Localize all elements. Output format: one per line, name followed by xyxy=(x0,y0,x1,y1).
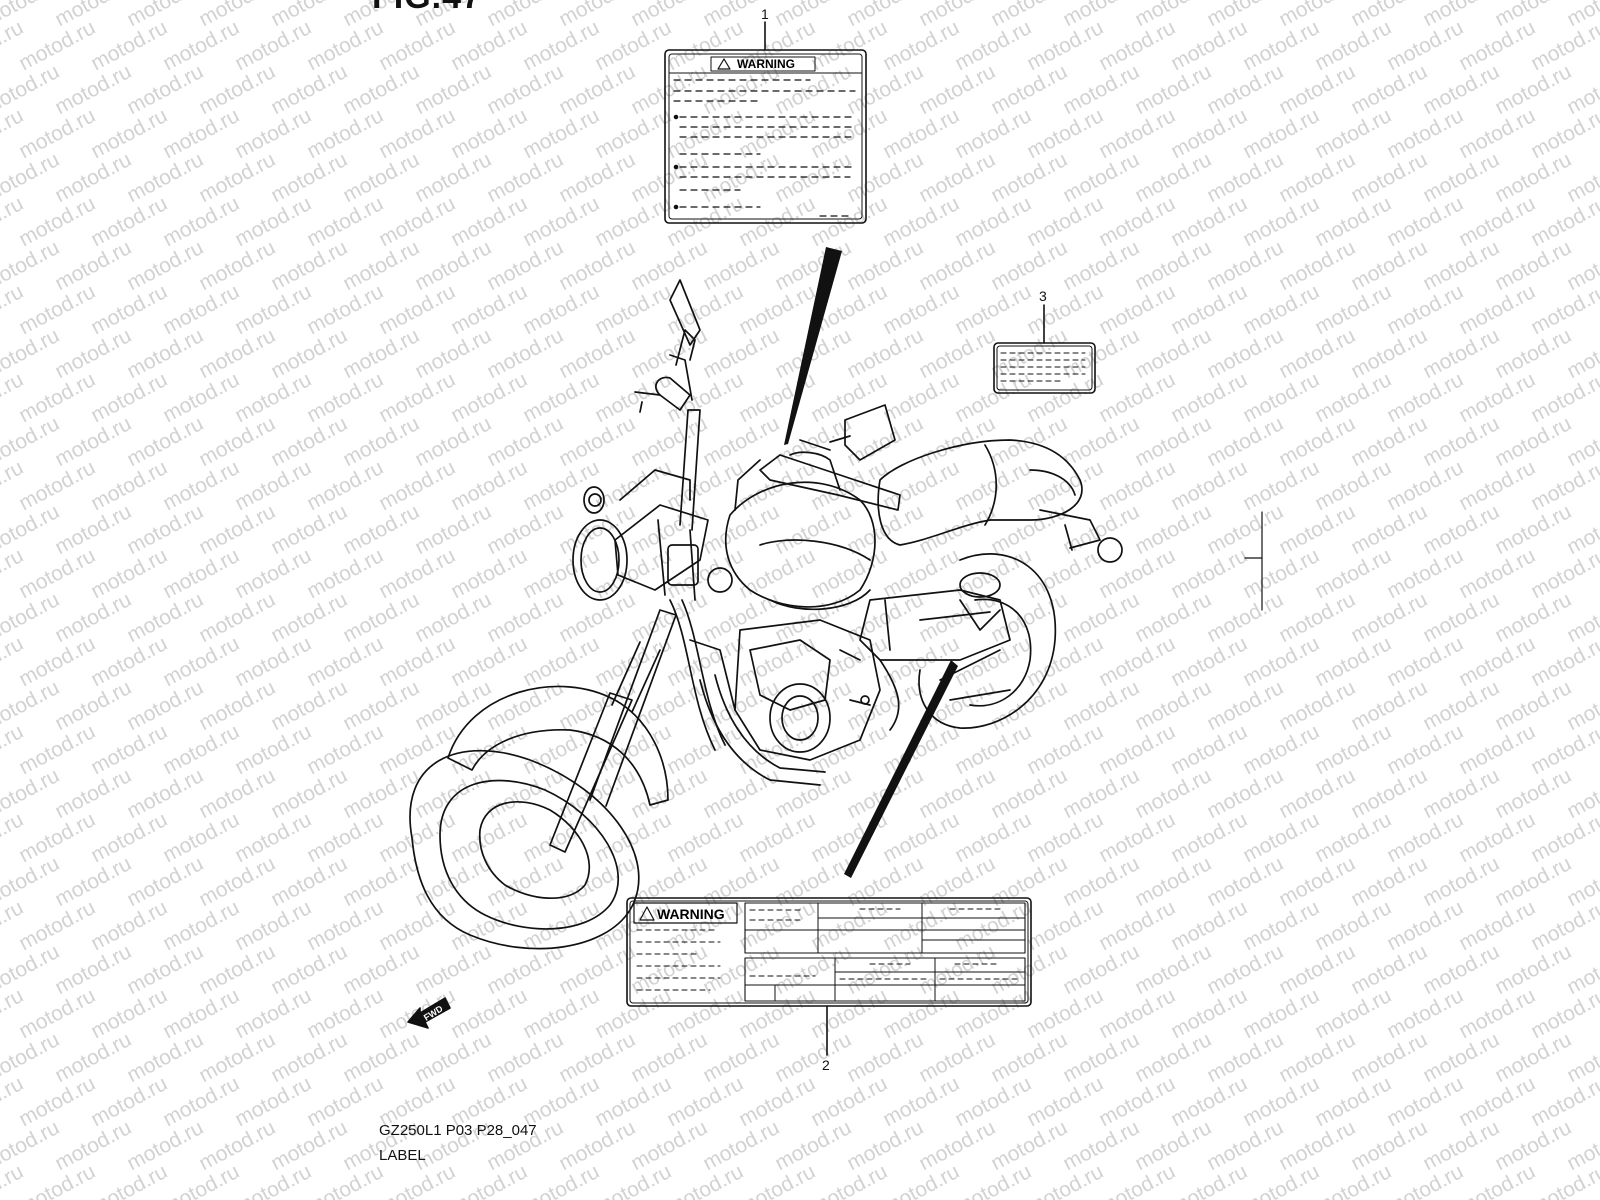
diagram-code: GZ250L1 P03 P28_047 xyxy=(379,1122,537,1139)
leader-pointer-1 xyxy=(784,247,842,445)
label-2-warning-decal xyxy=(626,897,1032,1056)
motorcycle-drawing xyxy=(409,279,1123,950)
label-1-warning-decal xyxy=(664,21,867,224)
label-3-decal xyxy=(993,304,1096,394)
figure-title: FIG.47 xyxy=(372,0,482,17)
callout-2: 2 xyxy=(822,1057,830,1073)
label-2-warning-text: WARNING xyxy=(657,906,725,922)
fwd-arrow-shape xyxy=(407,997,451,1029)
callout-3: 3 xyxy=(1039,288,1047,304)
callout-1: 1 xyxy=(761,6,769,22)
label-1-warning-text: WARNING xyxy=(737,57,795,71)
leader-pointer-2 xyxy=(844,660,958,878)
diagram-caption: LABEL xyxy=(379,1147,426,1164)
